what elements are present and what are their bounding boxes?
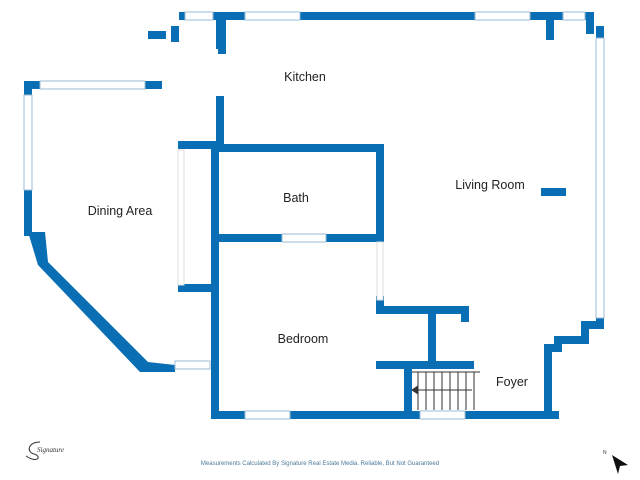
room-label-dining-area: Dining Area: [88, 204, 153, 218]
room-label-bath: Bath: [283, 191, 309, 205]
room-label-kitchen: Kitchen: [284, 70, 326, 84]
stairs: [411, 371, 480, 410]
room-label-foyer: Foyer: [496, 375, 528, 389]
signature-logo: Signature: [25, 441, 64, 460]
svg-text:Signature: Signature: [37, 446, 64, 454]
windows: [23, 11, 605, 420]
room-label-living-room: Living Room: [455, 178, 524, 192]
room-label-bedroom: Bedroom: [278, 332, 329, 346]
disclaimer-text: Measurements Calculated By Signature Rea…: [201, 461, 439, 467]
svg-text:N: N: [603, 450, 607, 456]
north-arrow-icon: N: [603, 450, 628, 474]
